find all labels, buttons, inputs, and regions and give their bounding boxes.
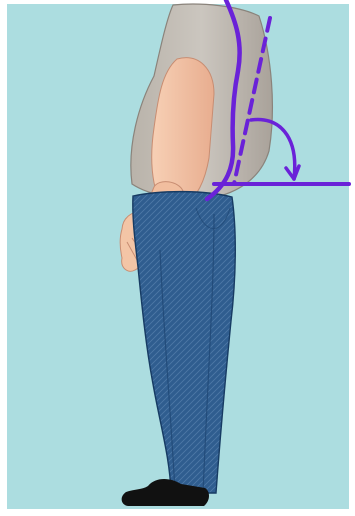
posture-diagram (0, 0, 355, 516)
posture-illustration (0, 0, 355, 516)
